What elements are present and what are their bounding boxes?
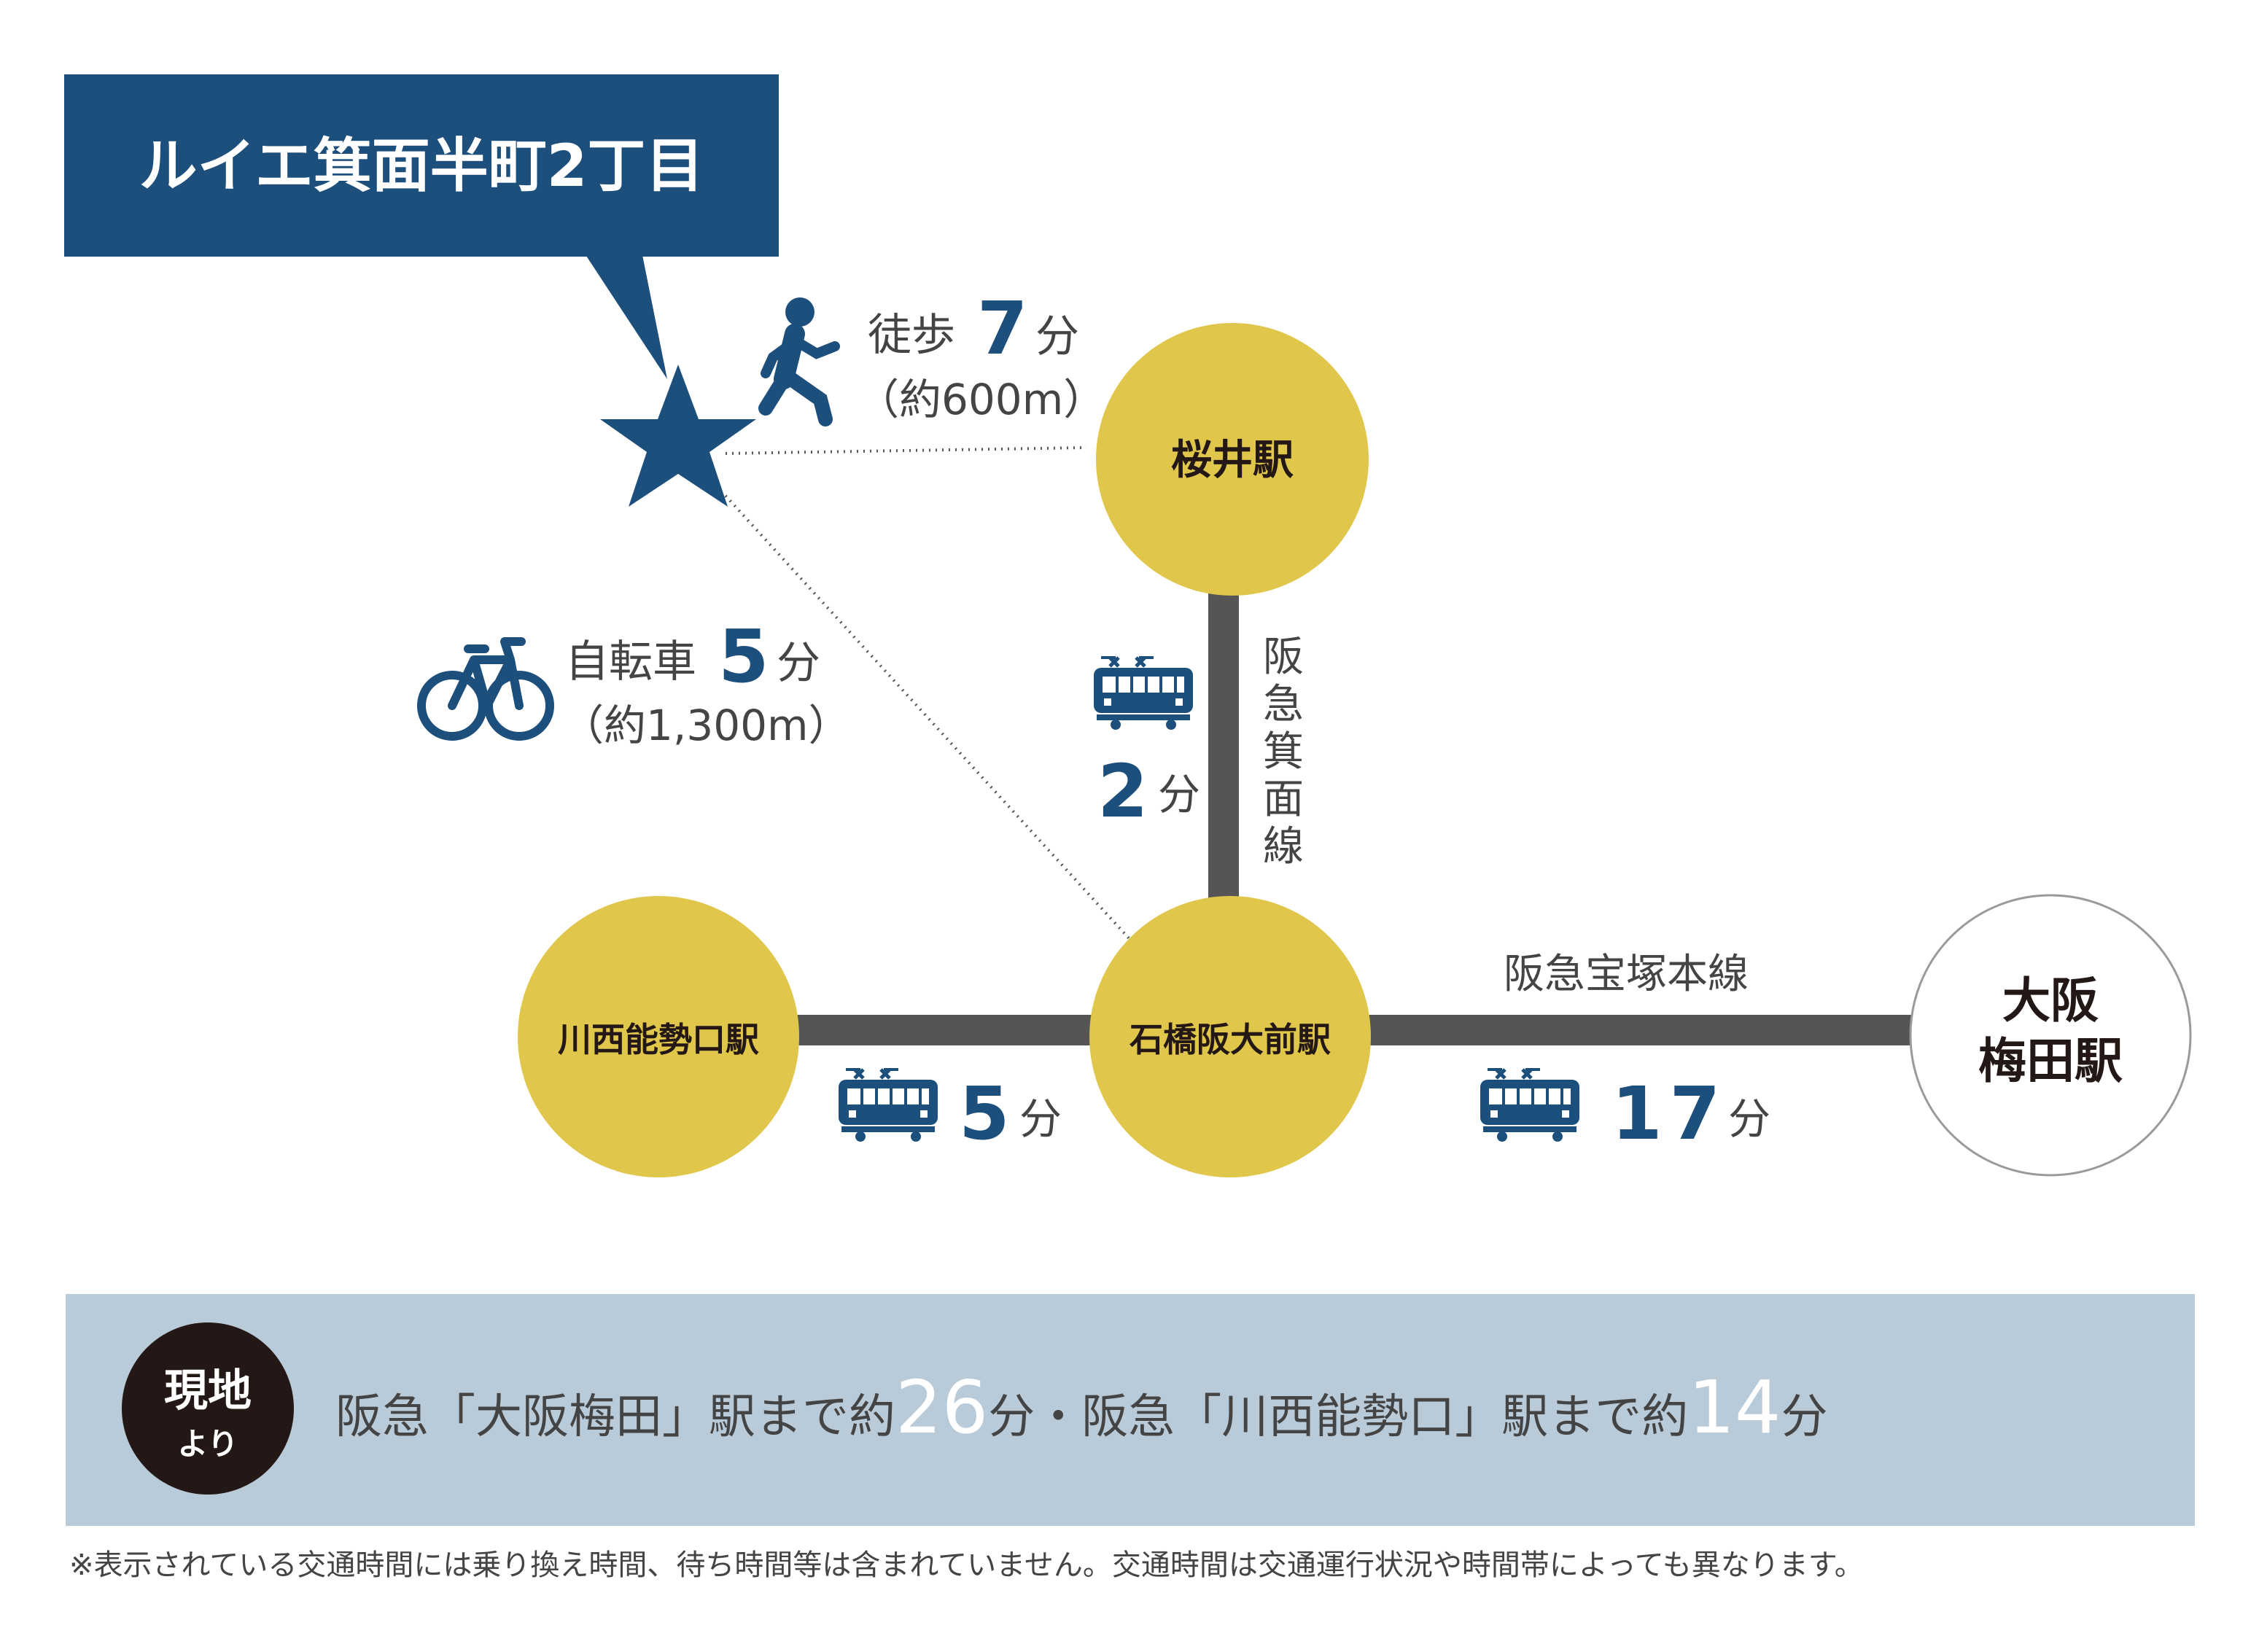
walk-unit: 分 — [1035, 311, 1079, 362]
summary-badge-line2: より — [177, 1426, 238, 1462]
ride-sakurai-minutes: 2 — [1097, 749, 1148, 834]
ride-kawanishi-unit: 分 — [1019, 1094, 1062, 1144]
footnote: ※表示されている交通時間には乗り換え時間、待ち時間等は含まれていません。交通時間… — [69, 1548, 1864, 1582]
property-name: ルイエ箕面半町2丁目 — [139, 132, 704, 200]
summary-badge-line1: 現地 — [164, 1365, 252, 1417]
ride-umeda-minutes: 17 — [1612, 1071, 1727, 1156]
summary-banner — [66, 1294, 2195, 1526]
summary-unit2: 分 — [1781, 1390, 1828, 1444]
bike-label: 自転車 — [565, 636, 696, 687]
bike-unit: 分 — [777, 638, 820, 689]
station-ishibashi — [1089, 896, 1371, 1177]
station-kawanishi-label: 川西能勢口駅 — [558, 1020, 759, 1059]
minoh-line-char-2: 急 — [1263, 681, 1304, 728]
station-umeda-label-1: 大阪 — [2002, 973, 2099, 1029]
minoh-line-char-5: 線 — [1263, 823, 1304, 870]
summary-num1: 26 — [895, 1365, 988, 1450]
minoh-line-char-3: 箕 — [1263, 728, 1304, 776]
train-icon — [1094, 656, 1193, 730]
walk-route — [725, 446, 1087, 455]
train-icon — [1480, 1068, 1579, 1142]
minoh-line-track — [1208, 583, 1239, 919]
summary-num2: 14 — [1688, 1365, 1781, 1450]
ride-sakurai-unit: 分 — [1158, 770, 1200, 819]
walk-distance: （約600m） — [857, 375, 1105, 424]
property-callout — [64, 74, 779, 257]
station-ishibashi-label: 石橋阪大前駅 — [1130, 1020, 1331, 1059]
station-kawanishi — [518, 896, 799, 1177]
minoh-line-char-1: 阪 — [1263, 634, 1304, 681]
callout-pointer — [583, 252, 667, 379]
walker-icon — [758, 297, 840, 426]
station-umeda-label-2: 梅田駅 — [1978, 1033, 2123, 1089]
walk-minutes: 7 — [977, 286, 1028, 371]
station-sakurai-label: 桜井駅 — [1171, 437, 1294, 484]
train-icon — [839, 1068, 938, 1142]
ride-umeda-unit: 分 — [1728, 1094, 1770, 1144]
takarazuka-line-label: 阪急宝塚本線 — [1504, 951, 1749, 998]
takarazuka-line-track — [1356, 1015, 1918, 1045]
walk-label: 徒歩 — [868, 310, 955, 361]
bike-minutes: 5 — [718, 614, 769, 699]
star-icon — [600, 365, 756, 507]
bicycle-icon — [417, 637, 554, 741]
minoh-line-char-4: 面 — [1263, 776, 1304, 823]
summary-badge — [122, 1322, 294, 1495]
station-umeda — [1909, 894, 2192, 1177]
ride-kawanishi-minutes: 5 — [959, 1071, 1010, 1156]
station-sakurai — [1096, 323, 1369, 596]
summary-unit1: 分・阪急「川西能勢口」駅まで約 — [988, 1390, 1688, 1444]
summary-part1: 阪急「大阪梅田」駅まで約 — [335, 1390, 895, 1444]
bike-distance: （約1,300m） — [561, 701, 851, 750]
summary-text: 阪急「大阪梅田」駅まで約26分・阪急「川西能勢口」駅まで約14分 — [335, 1365, 1828, 1450]
